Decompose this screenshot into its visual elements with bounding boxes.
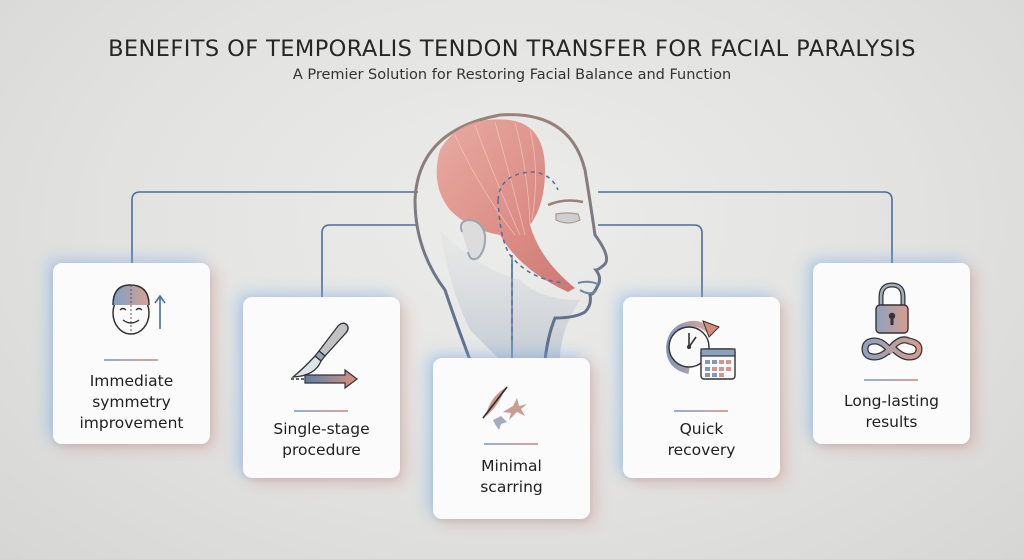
- clock-calendar-icon: [665, 320, 736, 380]
- head-profile-temporalis-muscle-icon: [413, 113, 608, 361]
- benefit-label: Quick recovery: [667, 420, 736, 459]
- benefit-card-single-stage: Single-stage procedure: [243, 297, 400, 478]
- benefit-label: Long-lasting results: [843, 392, 940, 431]
- card-divider: [864, 379, 918, 381]
- benefit-card-long-lasting: Long-lasting results: [813, 263, 970, 444]
- page-subtitle: A Premier Solution for Restoring Facial …: [292, 67, 732, 83]
- benefit-card-quick-recovery: Quick recovery: [623, 297, 780, 478]
- card-divider: [674, 410, 728, 412]
- benefit-label: Minimal scarring: [480, 457, 543, 496]
- card-divider: [104, 359, 158, 361]
- benefit-card-symmetry: Immediate symmetry improvement: [53, 263, 210, 444]
- benefit-label: Single-stage procedure: [273, 420, 370, 459]
- card-divider: [484, 443, 538, 445]
- incision-scar-icon: [482, 386, 527, 430]
- card-divider: [294, 410, 348, 412]
- page-title: BENEFITS OF TEMPORALIS TENDON TRANSFER F…: [108, 36, 916, 62]
- scalpel-arrow-icon: [291, 322, 358, 390]
- benefit-card-minimal-scarring: Minimal scarring: [433, 358, 590, 519]
- symmetric-face-up-arrow-icon: [112, 284, 166, 335]
- benefit-label: Immediate symmetry improvement: [79, 372, 184, 432]
- lock-infinity-icon: [861, 282, 923, 361]
